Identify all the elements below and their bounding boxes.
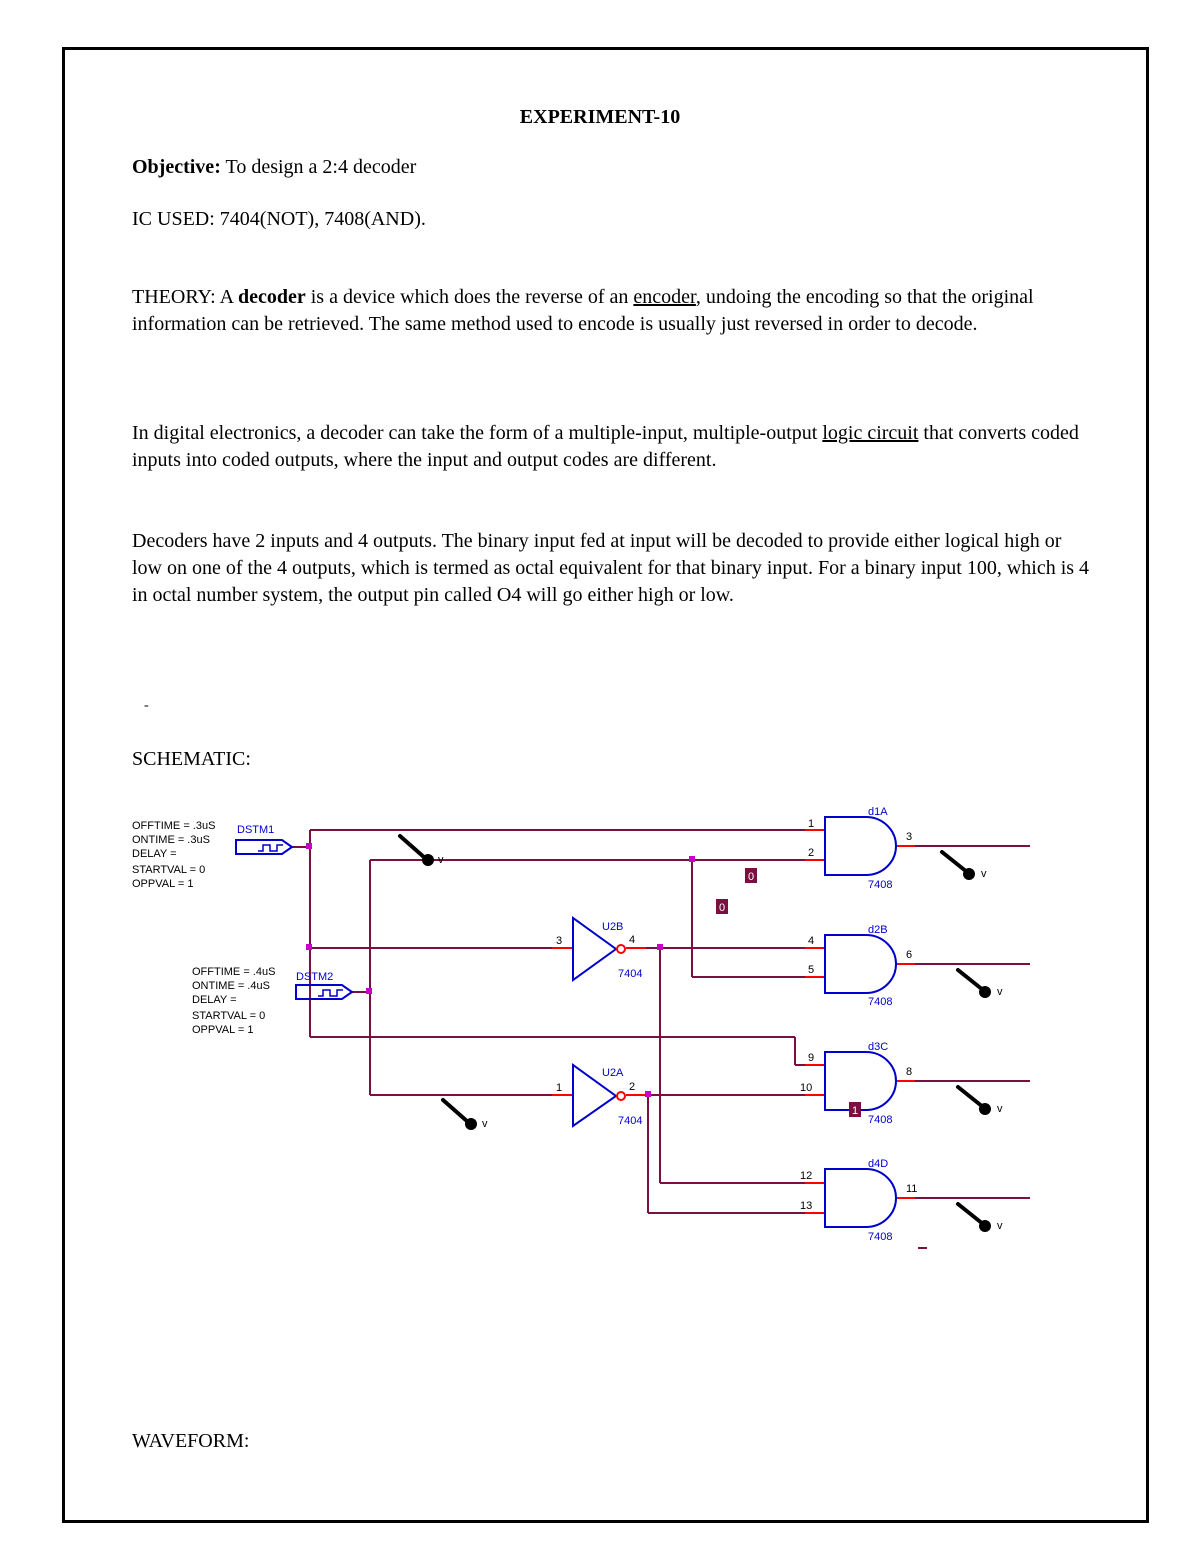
- and-gates: [824, 816, 897, 1228]
- gate-ref: d2B: [868, 924, 888, 936]
- theory-decoder-term: decoder: [237, 286, 306, 308]
- pin-number: 11: [906, 1183, 917, 1195]
- dstm1-symbol: [235, 839, 294, 855]
- gate-part: 7408: [868, 996, 892, 1008]
- pin-number: 3: [556, 935, 562, 947]
- pin-number: 2: [629, 1081, 635, 1093]
- logic-circuit-link[interactable]: logic circuit: [822, 422, 919, 444]
- objective: Objective: To design a 2:4 decoder: [132, 154, 1092, 181]
- gate-ref: d3C: [868, 1041, 888, 1053]
- pin-number: 6: [906, 949, 912, 961]
- and-gate-d3c: [824, 1051, 897, 1111]
- probe-label: v: [981, 868, 987, 880]
- gate-part: 7408: [868, 1114, 892, 1126]
- probe-label: v: [997, 986, 1003, 998]
- theory2-prefix: In digital electronics, a decoder can ta…: [132, 422, 823, 444]
- pin-number: 4: [808, 935, 814, 947]
- probe-tips: [422, 854, 991, 1232]
- theory-paragraph-2: In digital electronics, a decoder can ta…: [132, 420, 1092, 474]
- dstm1-params: OFFTIME = .3uS ONTIME = .3uS DELAY = STA…: [132, 820, 215, 890]
- dstm2-params: OFFTIME = .4uS ONTIME = .4uS DELAY = STA…: [192, 966, 275, 1036]
- marker-labels: 0 0 1: [719, 871, 858, 1117]
- dstm1-param: OPPVAL = 1: [132, 878, 193, 890]
- dstm1-param: OFFTIME = .3uS: [132, 820, 215, 832]
- probe-labels: v v v v v v: [438, 854, 1003, 1232]
- theory-suffix: , undoing the encoding so that the origi…: [132, 286, 1034, 335]
- dstm2-param: OPPVAL = 1: [192, 1024, 253, 1036]
- ic-used: IC USED: 7404(NOT), 7408(AND).: [132, 208, 426, 230]
- objective-label: Objective:: [132, 156, 221, 178]
- state-markers: [716, 868, 927, 1249]
- gate-ref: d4D: [868, 1158, 888, 1170]
- stim-sources: [235, 839, 354, 1000]
- wires: [290, 829, 1030, 1214]
- gate-ref: d1A: [868, 806, 888, 818]
- schematic-heading: SCHEMATIC:: [132, 748, 251, 770]
- pin-number: 13: [800, 1200, 812, 1212]
- marker-label: 0: [719, 902, 725, 914]
- dstm2-param: STARTVAL = 0: [192, 1010, 265, 1022]
- dstm1-name: DSTM1: [237, 824, 274, 836]
- page-title: EXPERIMENT-10: [519, 106, 681, 128]
- gate-part: 7408: [868, 879, 892, 891]
- waveform-heading: WAVEFORM:: [132, 1430, 250, 1452]
- gate-part: 7408: [868, 1231, 892, 1243]
- dstm2-param: OFFTIME = .4uS: [192, 966, 275, 978]
- pin-number: 9: [808, 1052, 814, 1064]
- objective-text: To design a 2:4 decoder: [220, 156, 417, 178]
- pin-leads: [552, 829, 915, 1214]
- not-gates: [572, 916, 618, 1128]
- gate-ref: U2A: [602, 1067, 624, 1079]
- and-gate-d4d: [824, 1168, 897, 1228]
- encoder-link[interactable]: encoder: [633, 286, 696, 308]
- gate-part: 7404: [618, 968, 642, 980]
- dstm2-name: DSTM2: [296, 971, 333, 983]
- gate-ref: U2B: [602, 921, 623, 933]
- dstm1-param: DELAY =: [132, 848, 177, 860]
- dstm2-symbol: [295, 984, 354, 1000]
- theory-paragraph-3: Decoders have 2 inputs and 4 outputs. Th…: [132, 530, 1090, 606]
- pin-number: 8: [906, 1066, 912, 1078]
- pin-number: 10: [800, 1082, 812, 1094]
- pin-number: 3: [906, 831, 912, 843]
- pin-number: 1: [808, 818, 814, 830]
- theory-mid: is a device which does the reverse of an: [305, 286, 634, 308]
- stray-mark: -: [144, 698, 149, 713]
- theory-paragraph-1: THEORY: A decoder is a device which does…: [132, 284, 1092, 338]
- theory2-suffix: that converts coded inputs into coded ou…: [132, 422, 1079, 471]
- pin-number: 5: [808, 964, 814, 976]
- marker-label: 0: [748, 871, 754, 883]
- probe-label: v: [997, 1103, 1003, 1115]
- dstm1-param: ONTIME = .3uS: [132, 834, 210, 846]
- pin-number: 1: [556, 1082, 562, 1094]
- page-border: [62, 47, 1149, 1523]
- probe-label: v: [997, 1220, 1003, 1232]
- inversion-bubbles: [616, 944, 626, 1101]
- voltage-probes: [398, 834, 985, 1226]
- marker-label: 1: [852, 1105, 858, 1117]
- dstm2-param: DELAY =: [192, 994, 237, 1006]
- not-gate-u2a: [572, 1063, 618, 1128]
- dstm1-param: STARTVAL = 0: [132, 864, 205, 876]
- probe-label: v: [438, 854, 444, 866]
- theory-prefix: THEORY: A: [132, 286, 238, 308]
- gate-part: 7404: [618, 1115, 642, 1127]
- and-gate-d1a: [824, 816, 897, 876]
- not-gate-u2b: [572, 916, 618, 982]
- pin-number: 2: [808, 847, 814, 859]
- pin-number: 4: [629, 934, 635, 946]
- and-gate-d2b: [824, 934, 897, 994]
- probe-label: v: [482, 1118, 488, 1130]
- junctions: [306, 843, 695, 1097]
- dstm2-param: ONTIME = .4uS: [192, 980, 270, 992]
- pin-number: 12: [800, 1170, 812, 1182]
